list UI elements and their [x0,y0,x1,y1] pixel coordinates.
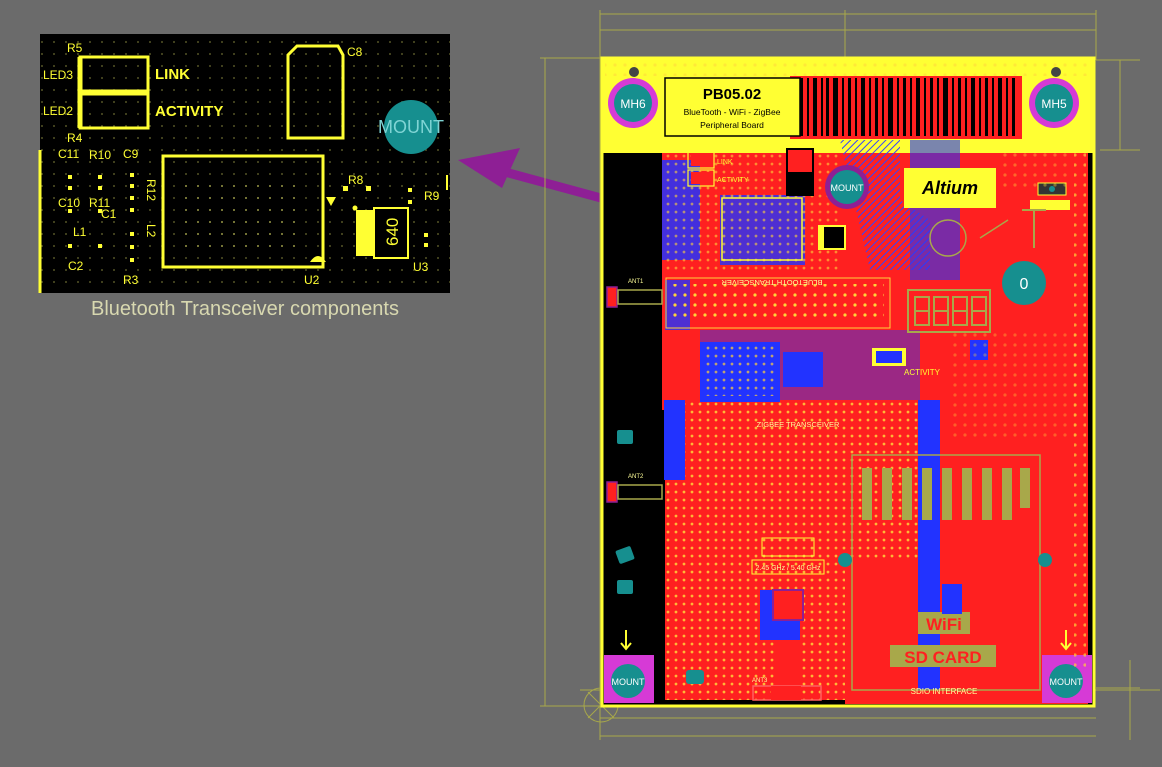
pcb-board: PB05.02 BlueTooth - WiFi - ZigBee Periph… [600,56,1096,708]
refdes-u2: U2 [304,273,320,287]
refdes-l2: L2 [144,224,158,238]
bt-section-label: BLUETOOTH TRANSCEIVER [721,278,823,287]
refdes-c2: C2 [68,259,84,273]
refdes-u3: U3 [413,260,429,274]
mh5-label: MH5 [1041,97,1067,111]
board-subtitle: BlueTooth - WiFi - ZigBee [684,107,781,117]
inset-panel: LINK ACTIVITY MOUNT 640 R5 [38,34,450,293]
board-zero-hole [1002,261,1046,305]
inset-link-label: LINK [155,66,190,83]
sdcard-label-box [890,645,996,667]
board-id: PB05.02 [703,86,761,103]
refdes-c8: C8 [347,45,363,59]
inset-activity-label: ACTIVITY [155,103,223,120]
sd-card-pads [862,468,1030,520]
refdes-led2: LED2 [43,104,73,118]
u2-footprint [161,154,325,269]
refdes-r11: R11 [89,196,110,210]
refdes-r12: R12 [144,179,158,201]
refdes-r10: R10 [89,148,111,162]
refdes-r9: R9 [424,189,440,203]
freq-label: 2.45 GHz / 5.40 GHz [756,565,821,572]
zigbee-activity-label: ACTIVITY [904,368,941,377]
bottom-right-mount-label: MOUNT [1050,677,1083,687]
mh6-label: MH6 [620,97,646,111]
refdes-led3: LED3 [43,68,73,82]
refdes-r4: R4 [67,131,83,145]
refdes-r8: R8 [348,173,364,187]
altium-logo-text: Altium [921,178,978,198]
board-zero-label: 0 [1020,276,1029,293]
ant2-label: ANT2 [628,474,644,480]
refdes-l1: L1 [73,225,87,239]
board-title-label [664,77,801,137]
bottom-left-mount-label: MOUNT [612,677,645,687]
sdcard-label: SD CARD [904,648,981,667]
board-link-label: LINK [717,159,733,166]
refdes-r3: R3 [123,273,139,287]
refdes-c10: C10 [58,196,80,210]
bt-u2-footprint [721,197,803,261]
wifi-label-box [918,612,970,634]
ant1-label: ANT1 [628,279,644,285]
ant3-label: ANT3 [752,678,768,684]
refdes-r5: R5 [67,41,83,55]
refdes-c1: C1 [101,207,117,221]
c8-footprint [286,44,345,140]
inset-caption: Bluetooth Transceiver components [91,298,399,320]
board-subtitle2: Peripheral Board [700,120,764,130]
refdes-c11: C11 [58,147,79,161]
inset-mount-label: MOUNT [378,117,444,137]
inset-mount-hole [384,100,438,154]
sdio-label: SDIO INTERFACE [911,687,978,696]
wifi-label: WiFi [926,615,962,634]
u3-marking: 640 [383,218,402,246]
board-mount-bt-label: MOUNT [831,183,864,193]
barcode [800,78,1015,136]
zigbee-section-label: ZIGBEE TRANSCEIVER [757,420,840,429]
refdes-c9: C9 [123,147,139,161]
altium-logo [904,168,996,208]
board-activity-label: ACTIVITY [717,177,749,184]
